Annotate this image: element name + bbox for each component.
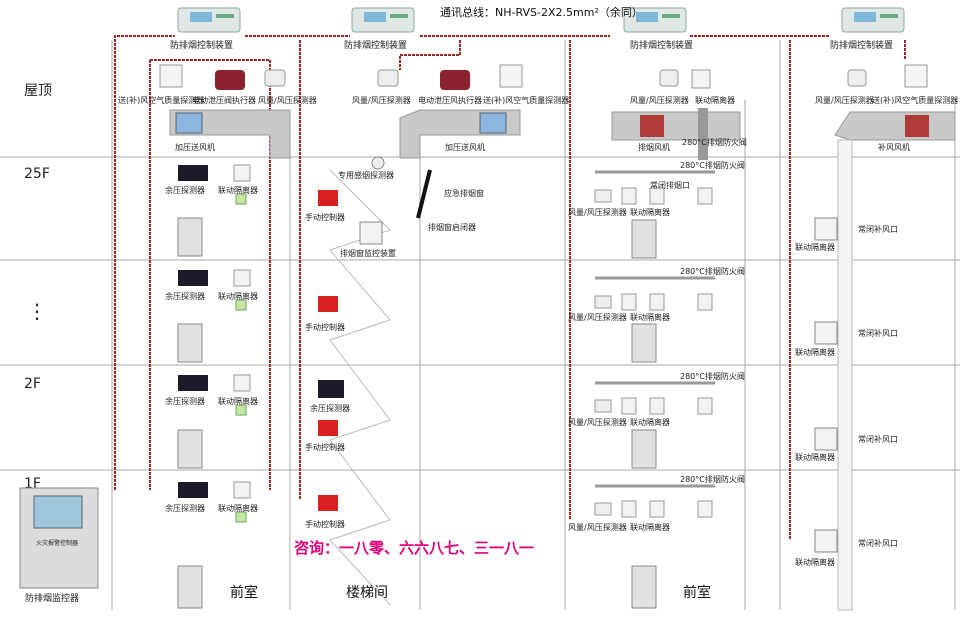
smoke-monitor-cabinet: 火灾报警控制器 防排烟监控器 bbox=[19, 487, 99, 604]
communication-bus bbox=[114, 35, 906, 540]
makeup-dots-isolator: 联动隔离器 bbox=[795, 347, 835, 357]
smoke-2-flow: 风量/风压探测器 bbox=[568, 417, 627, 427]
roof-b-fan: 加压送风机 bbox=[445, 142, 485, 152]
bottom-label-stairwell: 楼梯间 bbox=[346, 585, 388, 601]
roof-zone-b: 风量/风压探测器 电动泄压风执行器 送(补)风空气质量探测器 加压送风机 bbox=[352, 64, 569, 159]
makeup-25-isolator: 联动隔离器 bbox=[795, 242, 835, 252]
antechamber-dots-isolator: 联动隔离器 bbox=[218, 291, 258, 301]
smoke-dots-valve: 280°C排烟防火阀 bbox=[680, 266, 745, 276]
controller-3-label: 防排烟控制装置 bbox=[630, 39, 693, 51]
bus-label: 通讯总线：NH-RVS-2X2.5mm²（余同） bbox=[440, 5, 643, 19]
roof-d-fan: 补风风机 bbox=[878, 142, 910, 152]
antechamber-dots-residual: 余压探测器 bbox=[165, 291, 205, 301]
stair-2-manual: 手动控制器 bbox=[305, 442, 345, 452]
monitor-label: 防排烟监控器 bbox=[25, 592, 79, 604]
stair-2-residual: 余压探测器 bbox=[310, 403, 350, 413]
antechamber-1-residual: 余压探测器 bbox=[165, 503, 205, 513]
antechamber-25-isolator: 联动隔离器 bbox=[218, 185, 258, 195]
antechamber-25-residual: 余压探测器 bbox=[165, 185, 205, 195]
stair-detector: 专用感烟探测器 bbox=[338, 170, 394, 180]
smoke-1-valve: 280°C排烟防火阀 bbox=[680, 474, 745, 484]
stair-dots-manual: 手动控制器 bbox=[305, 322, 345, 332]
makeup-1-vent: 常闭补风口 bbox=[858, 538, 898, 548]
roof-c-isolator: 联动隔离器 bbox=[695, 95, 735, 105]
stair-window-monitor: 排烟窗监控装置 bbox=[340, 248, 396, 258]
makeup-25-vent: 常闭补风口 bbox=[858, 224, 898, 234]
controller-3: 防排烟控制装置 bbox=[623, 7, 693, 51]
bottom-label-antechamber-2: 前室 bbox=[683, 584, 711, 601]
controller-4: 防排烟控制装置 bbox=[830, 7, 905, 51]
roof-b-damper-actuator: 电动泄压风执行器 bbox=[418, 95, 482, 105]
stairwell-devices: 手动控制器 专用感烟探测器 排烟窗监控装置 应急排烟窗 排烟窗启闭器 手动控制器… bbox=[305, 156, 484, 529]
floor-label-dots: ⋮ bbox=[27, 299, 47, 323]
controller-4-label: 防排烟控制装置 bbox=[830, 39, 893, 51]
controller-1-label: 防排烟控制装置 bbox=[170, 39, 233, 51]
floor-label-25f: 25F bbox=[24, 166, 50, 182]
roof-zone-d: 风量/风压探测器 送(补)风空气质量探测器 补风风机 bbox=[815, 64, 958, 152]
smoke-25-flow: 风量/风压探测器 bbox=[568, 207, 627, 217]
controller-2-label: 防排烟控制装置 bbox=[344, 39, 407, 51]
smoke-2-isolator: 联动隔离器 bbox=[630, 417, 670, 427]
floor-label-roof: 屋顶 bbox=[24, 83, 52, 99]
makeup-1-isolator: 联动隔离器 bbox=[795, 557, 835, 567]
antechamber-floor-1: 余压探测器 联动隔离器 bbox=[165, 481, 258, 609]
smoke-2-valve: 280°C排烟防火阀 bbox=[680, 371, 745, 381]
smoke-1-flow: 风量/风压探测器 bbox=[568, 522, 627, 532]
smoke-25-vent: 常闭排烟口 bbox=[650, 180, 690, 190]
smoke-25-valve: 280°C排烟防火阀 bbox=[680, 160, 745, 170]
antechamber-floor-25: 余压探测器 联动隔离器 bbox=[165, 164, 258, 257]
floor-label-2f: 2F bbox=[24, 376, 41, 392]
makeup-air-shaft: 联动隔离器 常闭补风口 联动隔离器 常闭补风口 联动隔离器 常闭补风口 联动隔离… bbox=[795, 139, 898, 611]
monitor-screen-text: 火灾报警控制器 bbox=[36, 539, 78, 547]
antechamber-2-residual: 余压探测器 bbox=[165, 396, 205, 406]
makeup-2-isolator: 联动隔离器 bbox=[795, 452, 835, 462]
controller-2: 防排烟控制装置 bbox=[344, 7, 415, 51]
floor-lines bbox=[0, 156, 960, 471]
antechamber-2-isolator: 联动隔离器 bbox=[218, 396, 258, 406]
smoke-zone-floor-2: 280°C排烟防火阀 风量/风压探测器 联动隔离器 bbox=[568, 371, 745, 469]
roof-zone-c: 风量/风压探测器 联动隔离器 280°C排烟防火阀 排烟风机 bbox=[611, 69, 747, 160]
roof-c-flow-sensor: 风量/风压探测器 bbox=[630, 95, 689, 105]
smoke-zone-floor-25: 280°C排烟防火阀 常闭排烟口 风量/风压探测器 联动隔离器 bbox=[568, 160, 745, 259]
stair-emergency-window: 应急排烟窗 bbox=[444, 188, 484, 198]
contact-text: 咨询：一八零、六六八七、三一八一 bbox=[294, 539, 534, 557]
roof-a-flow-sensor: 风量/风压探测器 bbox=[258, 95, 317, 105]
smoke-zone-floor-dots: 280°C排烟防火阀 风量/风压探测器 联动隔离器 bbox=[568, 266, 745, 363]
antechamber-floor-dots: 余压探测器 联动隔离器 bbox=[165, 269, 258, 363]
makeup-dots-vent: 常闭补风口 bbox=[858, 328, 898, 338]
stair-auto-window: 排烟窗启闭器 bbox=[428, 222, 476, 232]
makeup-2-vent: 常闭补风口 bbox=[858, 434, 898, 444]
roof-a-fan: 加压送风机 bbox=[175, 142, 215, 152]
smoke-dots-flow: 风量/风压探测器 bbox=[568, 312, 627, 322]
smoke-dots-isolator: 联动隔离器 bbox=[630, 312, 670, 322]
stair-1-manual: 手动控制器 bbox=[305, 519, 345, 529]
roof-b-sensor-quality: 送(补)风空气质量探测器 bbox=[483, 95, 569, 105]
roof-c-valve: 280°C排烟防火阀 bbox=[682, 137, 747, 147]
smoke-25-isolator: 联动隔离器 bbox=[630, 207, 670, 217]
roof-a-damper-actuator: 电动泄压阀执行器 bbox=[192, 95, 256, 105]
roof-d-flow-sensor: 风量/风压探测器 bbox=[815, 95, 874, 105]
wall-lines bbox=[111, 40, 956, 610]
bottom-label-antechamber: 前室 bbox=[230, 584, 258, 601]
roof-d-sensor-quality: 送(补)风空气质量探测器 bbox=[872, 95, 958, 105]
roof-c-fan: 排烟风机 bbox=[638, 142, 670, 152]
smoke-zone-floor-1: 280°C排烟防火阀 风量/风压探测器 联动隔离器 bbox=[568, 474, 745, 609]
antechamber-floor-2: 余压探测器 联动隔离器 bbox=[165, 374, 258, 469]
stair-25-manual: 手动控制器 bbox=[305, 212, 345, 222]
roof-zone-a: 送(补)风空气质量探测器 电动泄压阀执行器 风量/风压探测器 加压送风机 bbox=[118, 64, 317, 159]
roof-a-sensor-quality: 送(补)风空气质量探测器 bbox=[118, 95, 204, 105]
controller-1: 防排烟控制装置 bbox=[170, 7, 241, 51]
roof-b-flow-sensor: 风量/风压探测器 bbox=[352, 95, 411, 105]
antechamber-1-isolator: 联动隔离器 bbox=[218, 503, 258, 513]
smoke-1-isolator: 联动隔离器 bbox=[630, 522, 670, 532]
